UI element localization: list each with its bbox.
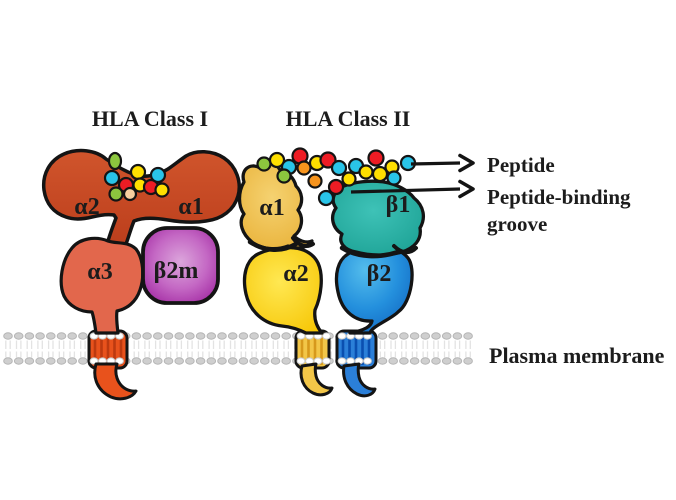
peptide-arrow-head (458, 153, 475, 173)
class1-alpha1-label: α1 (178, 194, 203, 220)
class2-peptide (256, 147, 417, 207)
class1-b2m-label: β2m (154, 258, 199, 284)
class1-b2m-domain (141, 226, 220, 305)
peptide-bead-orange (296, 160, 312, 176)
hla-class2-molecule (237, 162, 426, 398)
hla-class1-molecule (41, 148, 241, 401)
peptide-bead-yellow (268, 151, 286, 169)
peptide-bead-yellow (154, 182, 170, 198)
peptide-bead-green (108, 186, 124, 202)
annotation-arrows (350, 153, 475, 199)
peptide-bead-red (319, 151, 337, 169)
class1-alpha1-alpha2-domain (41, 148, 241, 249)
class2-alpha-tail (299, 362, 334, 397)
peptide-bead-cyan (149, 166, 167, 184)
peptide-bead-yellow (341, 171, 357, 187)
class2-beta-crease (339, 245, 401, 259)
peptide-bead-cyan (386, 170, 402, 186)
peptide-bead-cyan (103, 169, 121, 187)
plasma-membrane-bilayer (3, 332, 473, 365)
class1-alpha3-label: α3 (87, 259, 112, 285)
class2-beta1-label: β1 (386, 192, 411, 218)
class2-alpha-crease (247, 239, 299, 252)
peptide-bead-cyan (317, 189, 335, 207)
groove-label-line2: groove (487, 212, 547, 236)
groove-arrow-head (458, 179, 475, 199)
peptide-bead-red (367, 149, 385, 167)
class2-alpha1-label: α1 (259, 195, 284, 221)
peptide-label: Peptide (487, 153, 555, 177)
peptide-bead-peach (122, 186, 138, 202)
class2-alpha-crease2 (291, 236, 315, 248)
groove-arrow-line (350, 187, 461, 194)
peptide-bead-yellow (371, 165, 389, 183)
class2-title: HLA Class II (286, 106, 411, 131)
transmembrane-regions (87, 329, 378, 370)
class1-peptide (103, 151, 170, 202)
peptide-bead-green (276, 168, 292, 184)
peptide-bead-green (256, 156, 272, 172)
class1-cytoplasmic-tail (93, 362, 138, 401)
peptide-bead-yellow (358, 164, 374, 180)
class2-alpha2-label: α2 (283, 261, 308, 287)
peptide-bead-yellow (129, 163, 147, 181)
class2-beta-tail (342, 362, 377, 398)
class1-title: HLA Class I (92, 106, 208, 131)
class1-alpha3-domain (59, 236, 145, 335)
peptide-bead-green (107, 151, 123, 171)
peptide-bead-cyan (330, 159, 348, 177)
peptide-arrow-line (410, 161, 461, 166)
class2-beta2-domain (334, 243, 414, 335)
peptide-bead-red (327, 178, 345, 196)
peptide-bead-orange (307, 173, 323, 189)
class1-alpha2-label: α2 (74, 194, 99, 220)
groove-label-line1: Peptide-binding (487, 185, 631, 209)
plasma-membrane-label: Plasma membrane (489, 343, 665, 368)
class2-beta2-label: β2 (367, 261, 392, 287)
class2-beta-crease2 (392, 244, 418, 255)
